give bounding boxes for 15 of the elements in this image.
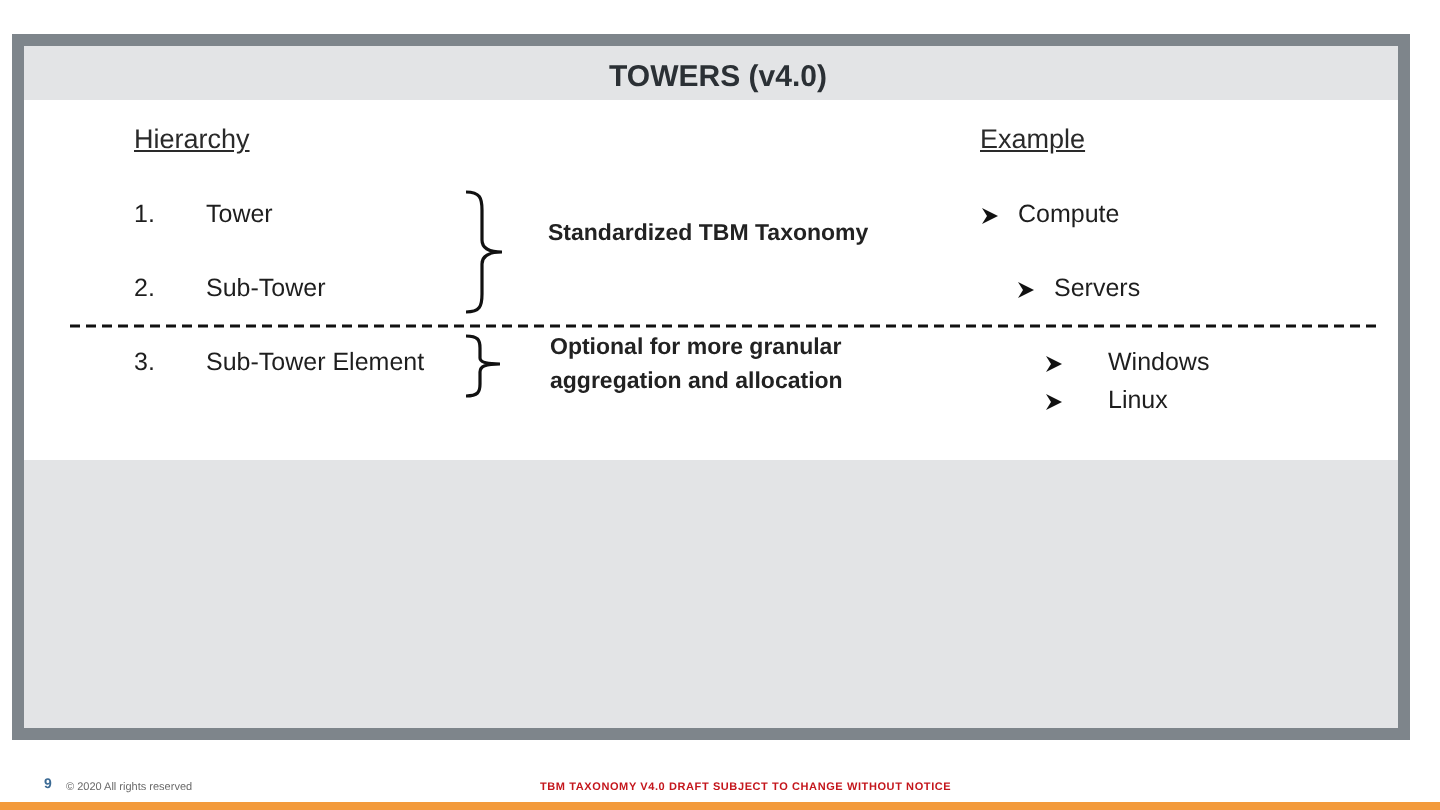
list-item: Tower	[206, 200, 273, 230]
list-number: 2.	[134, 274, 155, 304]
column-heading: Hierarchy	[134, 124, 250, 157]
list-number: 1.	[134, 200, 155, 230]
list-item: Sub-Tower Element	[206, 348, 425, 378]
list-number: 3.	[134, 348, 155, 378]
list-item: Sub-Tower	[206, 274, 326, 304]
list-item: Servers	[1054, 274, 1141, 304]
list-item: Linux	[1108, 386, 1168, 416]
column-heading: Example	[980, 124, 1086, 157]
list-item: Windows	[1108, 348, 1210, 378]
bracket-note: Optional for more granular aggregation and allocation	[550, 334, 845, 398]
bracket-note: Standardized TBM Taxonomy	[548, 222, 869, 250]
list-item: Compute	[1018, 200, 1120, 230]
slide-title: TOWERS (v4.0)	[609, 60, 827, 96]
